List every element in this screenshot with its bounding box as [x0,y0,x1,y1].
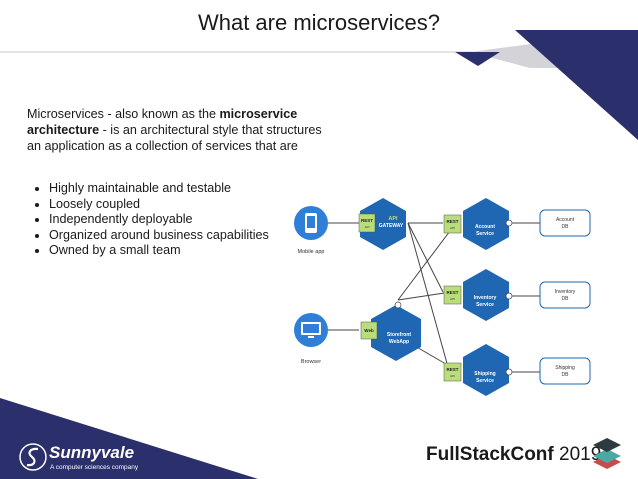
logo-s-mark [26,447,39,467]
top-navy-triangle [515,30,638,140]
db-label-1: Shipping [555,365,575,371]
company-name: Sunnyvale [49,443,135,462]
inventory-db: Inventory DB [539,281,591,309]
port-circle [505,368,513,376]
sunnyvale-logo [19,443,47,471]
service-label-1: Shipping [474,371,495,377]
adapter-label: REST [446,367,458,372]
port-circle [394,301,402,309]
adapter-sublabel: API [365,225,370,229]
adapter-sublabel: API [450,374,455,378]
conference-title: FullStackConf [426,444,554,465]
mobile-app-label: Mobile app [298,249,325,255]
adapter-label: REST [446,219,458,224]
architecture-diagram: Mobile app Browser REST API API GATEWAY … [294,198,591,396]
service-label-2: Service [476,231,494,237]
phone-icon [305,213,317,233]
top-navy-notch [455,52,500,66]
rest-adapter [443,214,462,234]
browser-label: Browser [301,359,321,365]
bullet-item: Loosely coupled [49,197,309,213]
intro-text-2: - is an architectural style that structu… [27,123,322,153]
adapter-label: REST [446,290,458,295]
bullet-item: Highly maintainable and testable [49,181,309,197]
adapter-label: REST [361,218,373,223]
service-hexagon [463,198,509,250]
service-hexagon [463,269,509,321]
service-label-2: Service [476,302,494,308]
bullet-list: Highly maintainable and testable Loosely… [27,181,309,259]
browser-client: Browser [294,313,328,365]
web-adapter [360,321,378,340]
db-label-2: DB [562,224,570,230]
adapter-label: Web [364,328,374,333]
slide-title: What are microservices? [197,10,441,35]
db-box [539,357,591,385]
logo-ring [19,443,47,471]
storefront-label-2: WebApp [389,339,409,345]
gateway-hexagon [360,198,406,250]
api-gateway: REST API API GATEWAY [358,198,406,250]
bullet-item: Owned by a small team [49,243,309,259]
monitor-icon [301,322,321,338]
service-hexagon [463,344,509,396]
intro-bold-term: microservice architecture [27,107,298,137]
gateway-rest-adapter [358,213,376,233]
db-label-2: DB [562,372,570,378]
storefront-hexagon [371,305,421,361]
adapter-sublabel: API [450,297,455,301]
account-service: REST API Account Service [443,198,513,250]
shipping-db: Shipping DB [539,357,591,385]
db-box [539,281,591,309]
company-tagline: A computer sciences company [50,464,139,471]
intro-paragraph: Microservices - also known as the micros… [27,106,327,154]
gateway-label-top: API [388,216,398,222]
db-label-1: Inventory [555,289,576,295]
intro-text-1: Microservices - also known as the [27,107,220,121]
port-circle [505,219,513,227]
rest-adapter [443,362,462,382]
conference-name: FullStackConf 2019 [426,444,601,466]
bullet-item: Organized around business capabilities [49,228,309,244]
gateway-label-bottom: GATEWAY [379,223,404,229]
adapter-sublabel: API [450,226,455,230]
service-label-2: Service [476,378,494,384]
storefront-label-1: Storefront [387,332,412,338]
storefront-webapp: Web Storefront WebApp [360,301,421,361]
mobile-app-client: Mobile app [294,206,328,255]
stack-layers-icon [593,438,621,469]
rest-adapter [443,285,462,305]
shipping-service: REST API Shipping Service [443,344,513,396]
inventory-service: REST API Inventory Service [443,269,513,321]
conference-year: 2019 [559,444,602,465]
account-db: Account DB [539,209,591,237]
db-label-2: DB [562,296,570,302]
port-circle [505,292,513,300]
service-label-1: Inventory [474,295,497,301]
bottom-navy-triangle [0,398,258,479]
db-box [539,209,591,237]
service-label-1: Account [475,224,495,230]
db-label-1: Account [556,217,575,223]
bullet-item: Independently deployable [49,212,309,228]
